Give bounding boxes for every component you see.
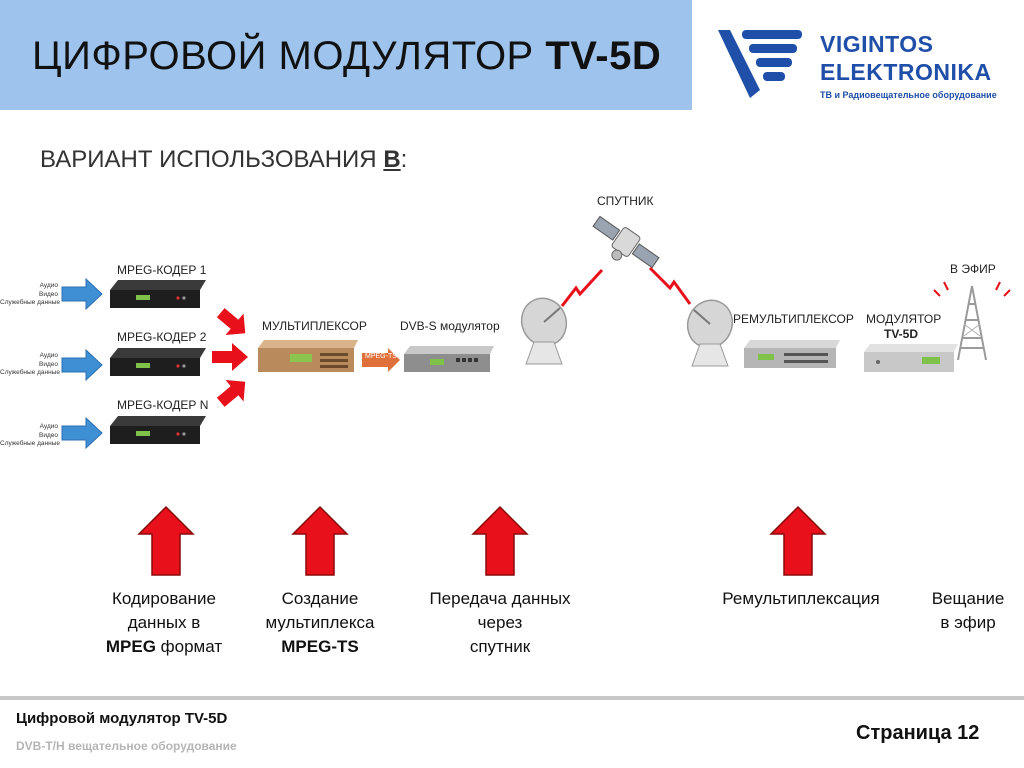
title-prefix: ЦИФРОВОЙ МОДУЛЯТОР (32, 34, 534, 78)
caption-satellite-transfer: Передача данных через спутник (429, 589, 571, 656)
encoder-device-icon (110, 280, 206, 308)
company-logo: VIGINTOS ELEKTRONIKA ТВ и Радиовещательн… (716, 24, 1016, 104)
signal-lightning-icon (560, 268, 604, 307)
tv5d-modulator-device-icon (864, 344, 958, 372)
stream-label: MPEG-TS (365, 353, 397, 360)
brand-name: VIGINTOS ELEKTRONIKA (820, 31, 992, 85)
caption-multiplexing: Создание мультиплекса MPEG-TS (265, 589, 375, 656)
input-labels-2: Аудио Видео Служебные данные (0, 352, 60, 376)
encoder-label-1: MPEG-КОДЕР 1 (117, 263, 207, 277)
caption-broadcasting: Вещание в эфир (931, 589, 1005, 632)
input-labels-3: Аудио Видео Служебные данные (0, 423, 60, 447)
modulator-label: МОДУЛЯТОР (866, 312, 942, 326)
multiplexer-device-icon (258, 340, 358, 372)
red-up-arrow-icon (291, 505, 349, 576)
broadcast-label: В ЭФИР (950, 262, 996, 276)
remultiplexer-device-icon (744, 340, 840, 368)
input-arrow-icon (61, 277, 103, 311)
encoder-device-icon (110, 416, 206, 444)
header-band (0, 0, 692, 110)
uplink-dish-icon (520, 297, 568, 365)
multiplexer-label: МУЛЬТИПЛЕКСОР (262, 319, 367, 333)
usage-variant-title: ВАРИАНТ ИСПОЛЬЗОВАНИЯ В: (40, 146, 408, 173)
page-number: Страница 12 (856, 722, 980, 744)
variant-letter: В (383, 146, 401, 173)
caption-encoding: Кодирование данных в MPEG формат (105, 589, 223, 656)
encoder-device-icon (110, 348, 206, 376)
red-up-arrow-icon (137, 505, 195, 576)
satellite-label: СПУТНИК (597, 194, 654, 208)
encoder-label-2: MPEG-КОДЕР 2 (117, 330, 207, 344)
page-title: ЦИФРОВОЙ МОДУЛЯТОР TV-5D (32, 34, 661, 79)
logo-mark-icon (718, 30, 802, 98)
signal-lightning-icon (648, 266, 692, 305)
title-model: TV-5D (545, 34, 662, 78)
stream-arrow-icon (362, 348, 400, 372)
input-arrow-icon (61, 416, 103, 450)
input-labels-1: Аудио Видео Служебные данные (0, 282, 60, 306)
dvbs-modulator-device-icon (404, 346, 494, 372)
modulator-model-label: TV-5D (884, 327, 919, 341)
encoder-label-n: MPEG-КОДЕР N (117, 398, 209, 412)
red-arrow-right-icon (212, 343, 248, 371)
footer-subtitle: DVB-T/H вещательное оборудование (16, 739, 237, 753)
footer-title: Цифровой модулятор TV-5D (16, 710, 228, 727)
red-up-arrow-icon (471, 505, 529, 576)
caption-remultiplexing: Ремультиплексация (722, 589, 880, 608)
input-arrow-icon (61, 348, 103, 382)
brand-tagline: ТВ и Радиовещательное оборудование (820, 90, 997, 100)
footer-divider (0, 696, 1024, 700)
downlink-dish-icon (686, 299, 734, 367)
satellite-icon (592, 215, 660, 269)
red-up-arrow-icon (769, 505, 827, 576)
dvbs-modulator-label: DVB-S модулятор (400, 319, 500, 333)
red-arrow-diag-up-icon (216, 379, 246, 407)
remultiplexer-label: РЕМУЛЬТИПЛЕКСОР (733, 312, 854, 326)
red-arrow-diag-down-icon (216, 308, 246, 336)
broadcast-tower-icon (933, 281, 1011, 361)
